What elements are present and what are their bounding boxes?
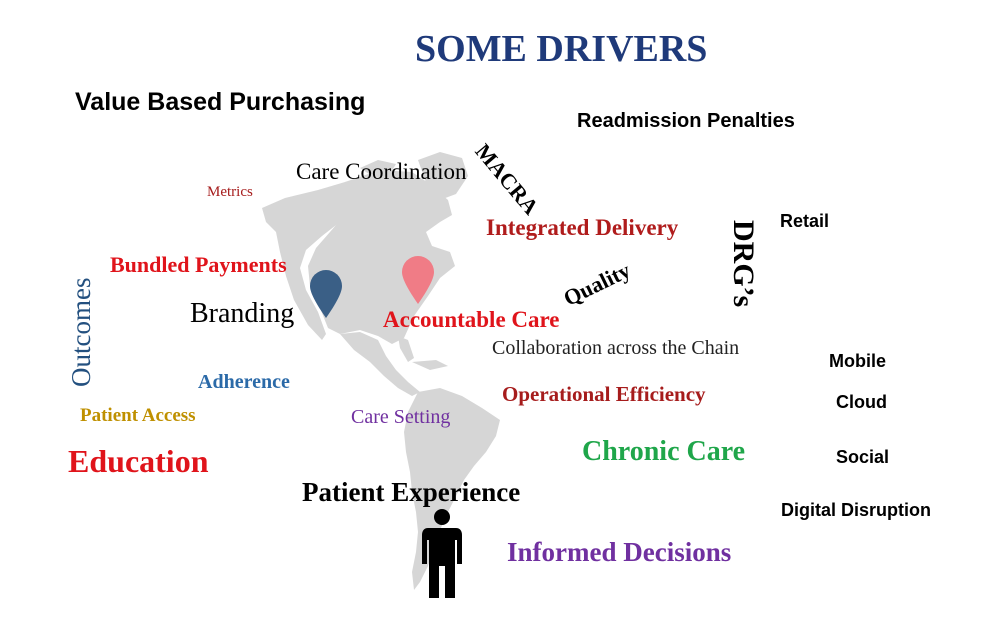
word-operational-efficiency: Operational Efficiency bbox=[502, 382, 706, 406]
word-outcomes: Outcomes bbox=[66, 277, 96, 387]
word-education: Education bbox=[68, 443, 209, 479]
word-accountable-care: Accountable Care bbox=[383, 307, 560, 332]
word-drgs: DRG’s bbox=[727, 220, 760, 308]
word-cloud: Cloud bbox=[836, 392, 887, 412]
map-central-america bbox=[340, 332, 420, 396]
map-caribbean bbox=[412, 360, 448, 370]
word-branding: Branding bbox=[190, 298, 295, 329]
word-adherence: Adherence bbox=[198, 371, 290, 393]
word-metrics: Metrics bbox=[207, 184, 253, 200]
word-patient-access: Patient Access bbox=[80, 405, 196, 426]
word-patient-experience: Patient Experience bbox=[302, 477, 521, 507]
word-chronic-care: Chronic Care bbox=[582, 436, 746, 467]
map-pin-icon bbox=[402, 256, 434, 304]
word-mobile: Mobile bbox=[829, 351, 886, 371]
word-readmission-penalties: Readmission Penalties bbox=[577, 110, 795, 132]
word-integrated-delivery: Integrated Delivery bbox=[486, 215, 679, 240]
map-greenland bbox=[418, 152, 468, 200]
word-bundled-payments: Bundled Payments bbox=[110, 252, 287, 277]
word-informed-decisions: Informed Decisions bbox=[507, 537, 732, 567]
page-title: SOME DRIVERS bbox=[415, 28, 708, 70]
word-retail: Retail bbox=[780, 211, 830, 231]
word-care-setting: Care Setting bbox=[351, 406, 451, 428]
map-north-america-west bbox=[262, 174, 408, 340]
map-pin-icon bbox=[310, 270, 342, 318]
word-value-based-purchasing: Value Based Purchasing bbox=[75, 88, 366, 116]
word-social: Social bbox=[836, 447, 890, 467]
person-icon bbox=[422, 509, 462, 598]
word-collaboration-across-the-chain: Collaboration across the Chain bbox=[492, 337, 740, 359]
map-florida bbox=[398, 336, 414, 362]
map-arctic-islands bbox=[360, 160, 396, 176]
word-digital-disruption: Digital Disruption bbox=[781, 500, 931, 520]
word-care-coordination: Care Coordination bbox=[296, 159, 467, 184]
